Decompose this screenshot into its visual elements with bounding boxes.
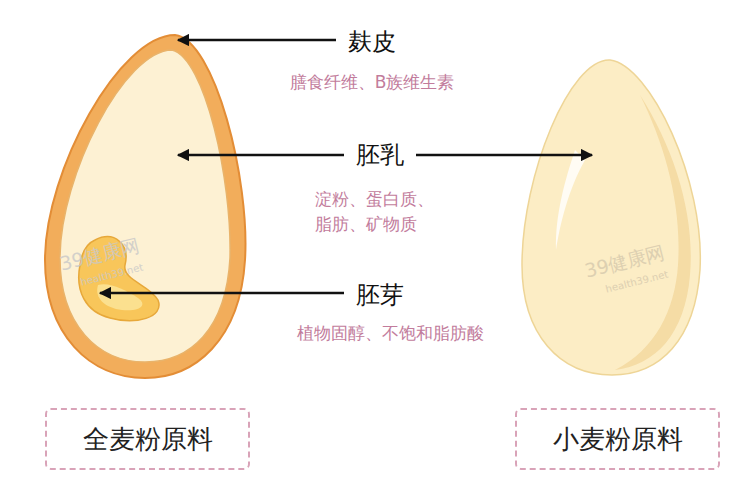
nutrient-note: 植物固醇、不饱和脂肪酸 xyxy=(297,321,484,346)
part-name: 麸皮 xyxy=(348,25,396,60)
germ-highlight xyxy=(97,284,142,310)
leader-arrow xyxy=(178,154,344,157)
endosperm-gloss xyxy=(556,150,585,250)
leader-arrow xyxy=(416,154,592,157)
leader-arrow xyxy=(178,39,336,42)
flour-source-box: 小麦粉原料 xyxy=(515,408,720,470)
endosperm-only xyxy=(522,60,700,375)
nutrient-note: 膳食纤维、B族维生素 xyxy=(290,70,455,95)
box-caption: 全麦粉原料 xyxy=(83,422,213,457)
leader-arrow xyxy=(100,292,344,295)
endosperm xyxy=(60,50,230,362)
part-name: 胚芽 xyxy=(356,278,404,313)
flour-source-box: 全麦粉原料 xyxy=(45,408,250,470)
part-name: 胚乳 xyxy=(356,138,404,173)
nutrient-note: 淀粉、蛋白质、 脂肪、矿物质 xyxy=(315,187,444,236)
bran-layer xyxy=(45,35,245,378)
box-caption: 小麦粉原料 xyxy=(553,422,683,457)
endosperm-shadow xyxy=(615,95,691,370)
